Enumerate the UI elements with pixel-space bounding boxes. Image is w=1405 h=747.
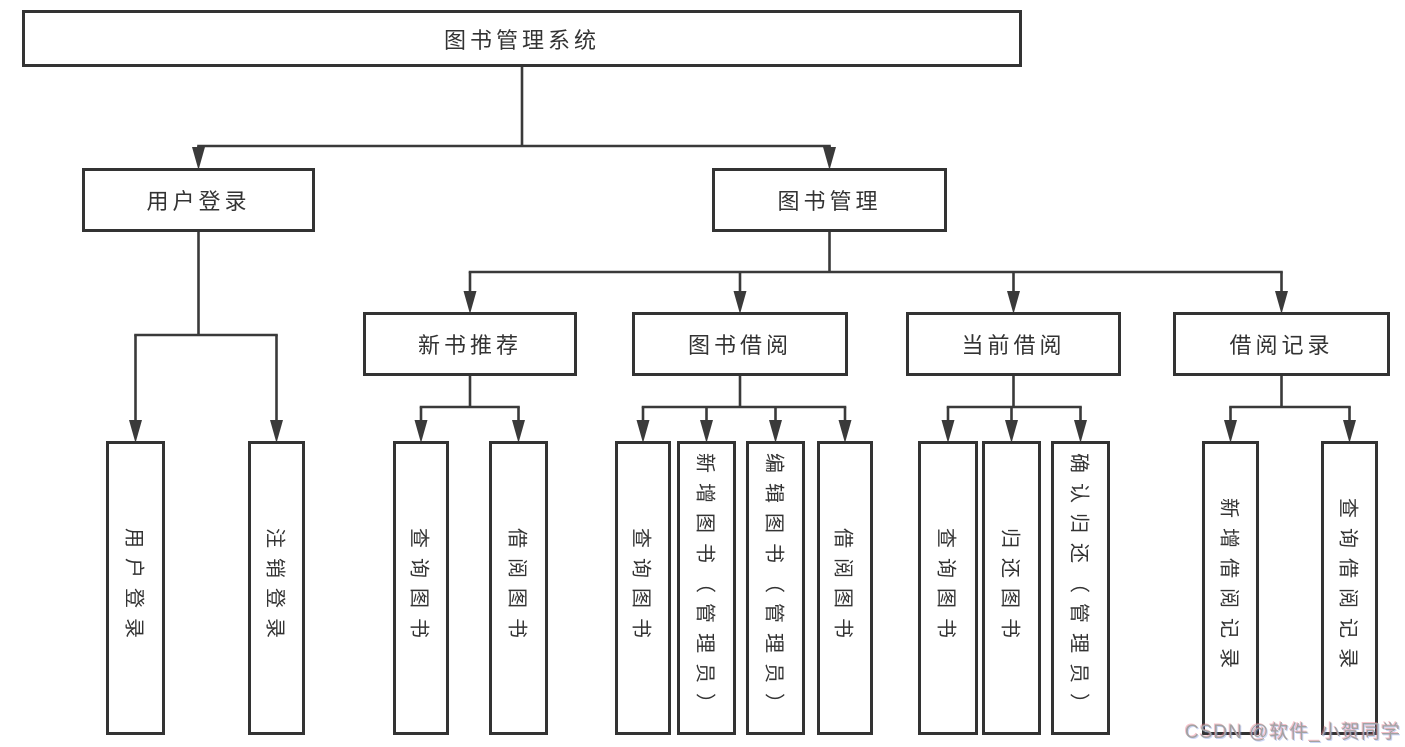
csdn-watermark: CSDN @软件_小贺同学 [1185, 722, 1401, 743]
node-label: 归还图书 [998, 528, 1020, 648]
node-leaf-return-books: 归还图书 [982, 441, 1041, 735]
node-leaf-add-borrow-record: 新增借阅记录 [1202, 441, 1259, 735]
node-leaf-query-borrow-record: 查询借阅记录 [1321, 441, 1378, 735]
node-label: 新增借阅记录 [1217, 498, 1239, 678]
node-label: 借阅图书 [831, 528, 854, 648]
node-label: 用户登录 [122, 528, 144, 648]
node-leaf-user-login: 用户登录 [106, 441, 165, 735]
node-label: 借阅图书 [505, 528, 527, 648]
node-label: 查询图书 [629, 528, 652, 648]
node-book-borrowing: 图书借阅 [632, 312, 848, 376]
node-new-book-recommend: 新书推荐 [363, 312, 577, 376]
node-label: 查询图书 [407, 528, 430, 648]
node-current-borrowing: 当前借阅 [906, 312, 1121, 376]
node-borrow-records: 借阅记录 [1173, 312, 1390, 376]
node-leaf-borrow-books-1: 借阅图书 [489, 441, 548, 735]
node-book-management: 图书管理 [712, 168, 947, 232]
node-leaf-query-books-2: 查询图书 [615, 441, 671, 735]
node-library-system: 图书管理系统 [22, 10, 1022, 67]
node-label: 确认归还（管理员） [1067, 453, 1089, 723]
node-leaf-logout: 注销登录 [248, 441, 305, 735]
node-label: 借阅记录 [1229, 333, 1334, 358]
node-leaf-borrow-books-2: 借阅图书 [817, 441, 873, 735]
node-leaf-query-books-1: 查询图书 [393, 441, 449, 735]
node-leaf-confirm-return-admin: 确认归还（管理员） [1051, 441, 1110, 735]
node-label: 编辑图书（管理员） [762, 453, 784, 723]
node-leaf-edit-book-admin: 编辑图书（管理员） [746, 441, 805, 735]
node-label: 图书管理 [777, 189, 882, 214]
node-label: 查询借阅记录 [1336, 498, 1358, 678]
node-label: 图书管理系统 [443, 27, 600, 53]
node-leaf-query-books-3: 查询图书 [918, 441, 978, 735]
node-label: 注销登录 [263, 528, 285, 648]
node-label: 当前借阅 [961, 333, 1066, 358]
node-leaf-add-book-admin: 新增图书（管理员） [677, 441, 736, 735]
node-label: 图书借阅 [687, 333, 792, 358]
node-label: 新书推荐 [417, 333, 522, 358]
node-user-login-group: 用户登录 [82, 168, 315, 232]
node-label: 用户登录 [146, 189, 251, 214]
node-label: 新增图书（管理员） [693, 453, 715, 723]
node-label: 查询图书 [934, 528, 957, 648]
